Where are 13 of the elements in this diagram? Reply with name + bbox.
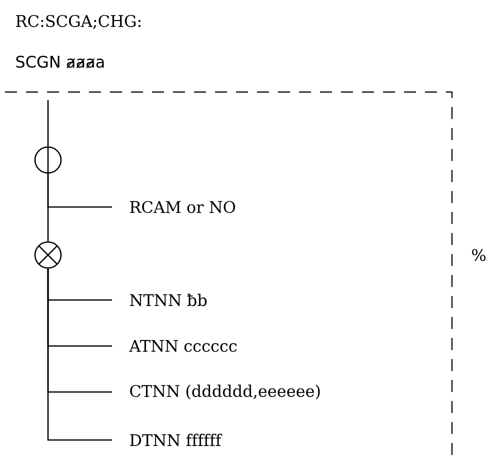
branch-label: RCAM or NO	[130, 200, 236, 214]
heading-text: SCGN ⱥⱥⱥa	[16, 56, 104, 68]
crossed-circle-symbol	[34, 241, 62, 269]
heading-text: RC:SCGA;CHG:	[16, 14, 141, 30]
branch-label: CTNN (dddddd,eeeeee)	[130, 384, 320, 400]
connector-line	[47, 174, 49, 242]
side-mark: %	[472, 248, 486, 262]
branch-label: ATNN cccccc	[129, 340, 237, 352]
connector-line	[47, 100, 49, 146]
branch-label: DTNN ffffff	[130, 434, 222, 446]
circle-symbol	[34, 146, 62, 174]
connector-line	[47, 268, 112, 441]
branch-label: NTNN ƀb	[130, 294, 207, 306]
